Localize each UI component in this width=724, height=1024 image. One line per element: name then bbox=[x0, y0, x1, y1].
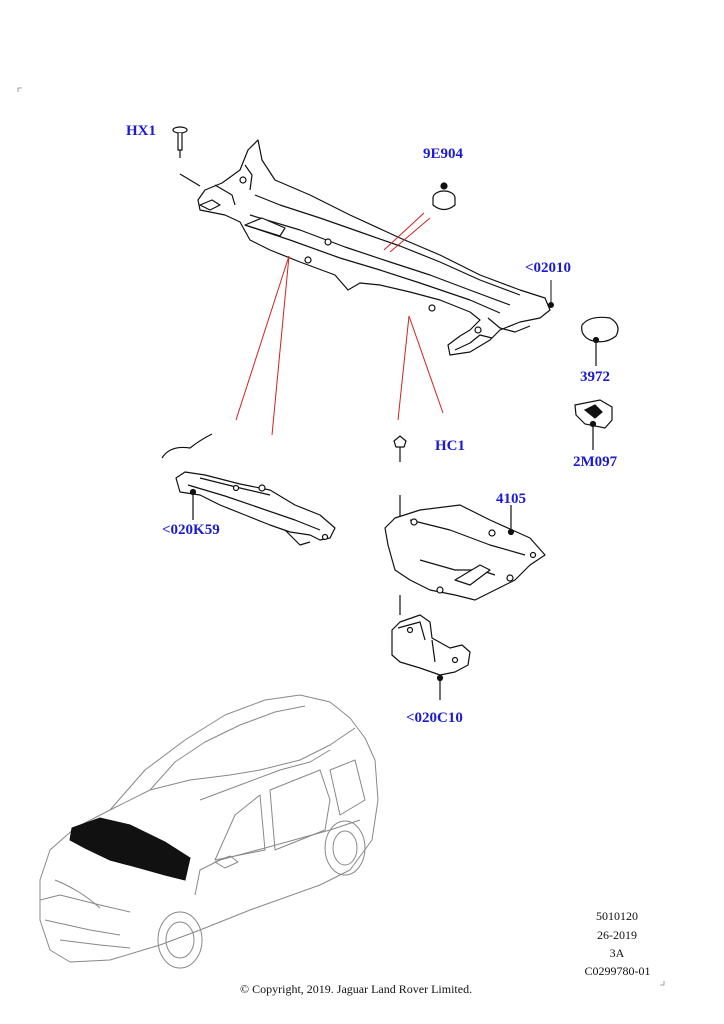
screw-hx1 bbox=[172, 126, 201, 187]
callout-3972[interactable]: 3972 bbox=[580, 369, 610, 385]
callout-hc1[interactable]: HC1 bbox=[435, 438, 465, 454]
callout-hx1[interactable]: HX1 bbox=[126, 123, 156, 139]
copyright-notice: © Copyright, 2019. Jaguar Land Rover Lim… bbox=[240, 982, 473, 996]
diagram-code-line3: 3A bbox=[609, 946, 625, 960]
red-leader-lines bbox=[235, 212, 444, 436]
diagram-code-line2: 26-2019 bbox=[597, 928, 637, 942]
callout-2m097[interactable]: 2M097 bbox=[573, 454, 618, 470]
corner-mark-top-left bbox=[17, 87, 22, 92]
highlighted-cowl-on-vehicle bbox=[69, 817, 191, 881]
callout-020c10[interactable]: <020C10 bbox=[406, 710, 463, 726]
bracket-part-020c10 bbox=[391, 595, 471, 700]
diagram-code-line1: 5010120 bbox=[596, 909, 638, 923]
leader-02010 bbox=[548, 280, 554, 308]
callout-9e904[interactable]: 9E904 bbox=[423, 146, 464, 162]
callout-020k59[interactable]: <020K59 bbox=[162, 522, 220, 538]
bracket-part-2m097 bbox=[574, 399, 613, 450]
cowl-panel-assembly bbox=[197, 139, 551, 356]
corner-mark-bottom-right bbox=[660, 981, 665, 986]
cover-part-4105 bbox=[384, 504, 546, 601]
seal-panel-020k59 bbox=[161, 433, 336, 546]
vehicle-illustration bbox=[39, 694, 379, 969]
callout-4105[interactable]: 4105 bbox=[496, 491, 526, 507]
diagram-code-line4: C0299780-01 bbox=[584, 964, 651, 978]
callout-02010[interactable]: <02010 bbox=[525, 260, 572, 276]
cap-part-3972 bbox=[581, 316, 619, 366]
bump-stop-part bbox=[432, 182, 456, 211]
